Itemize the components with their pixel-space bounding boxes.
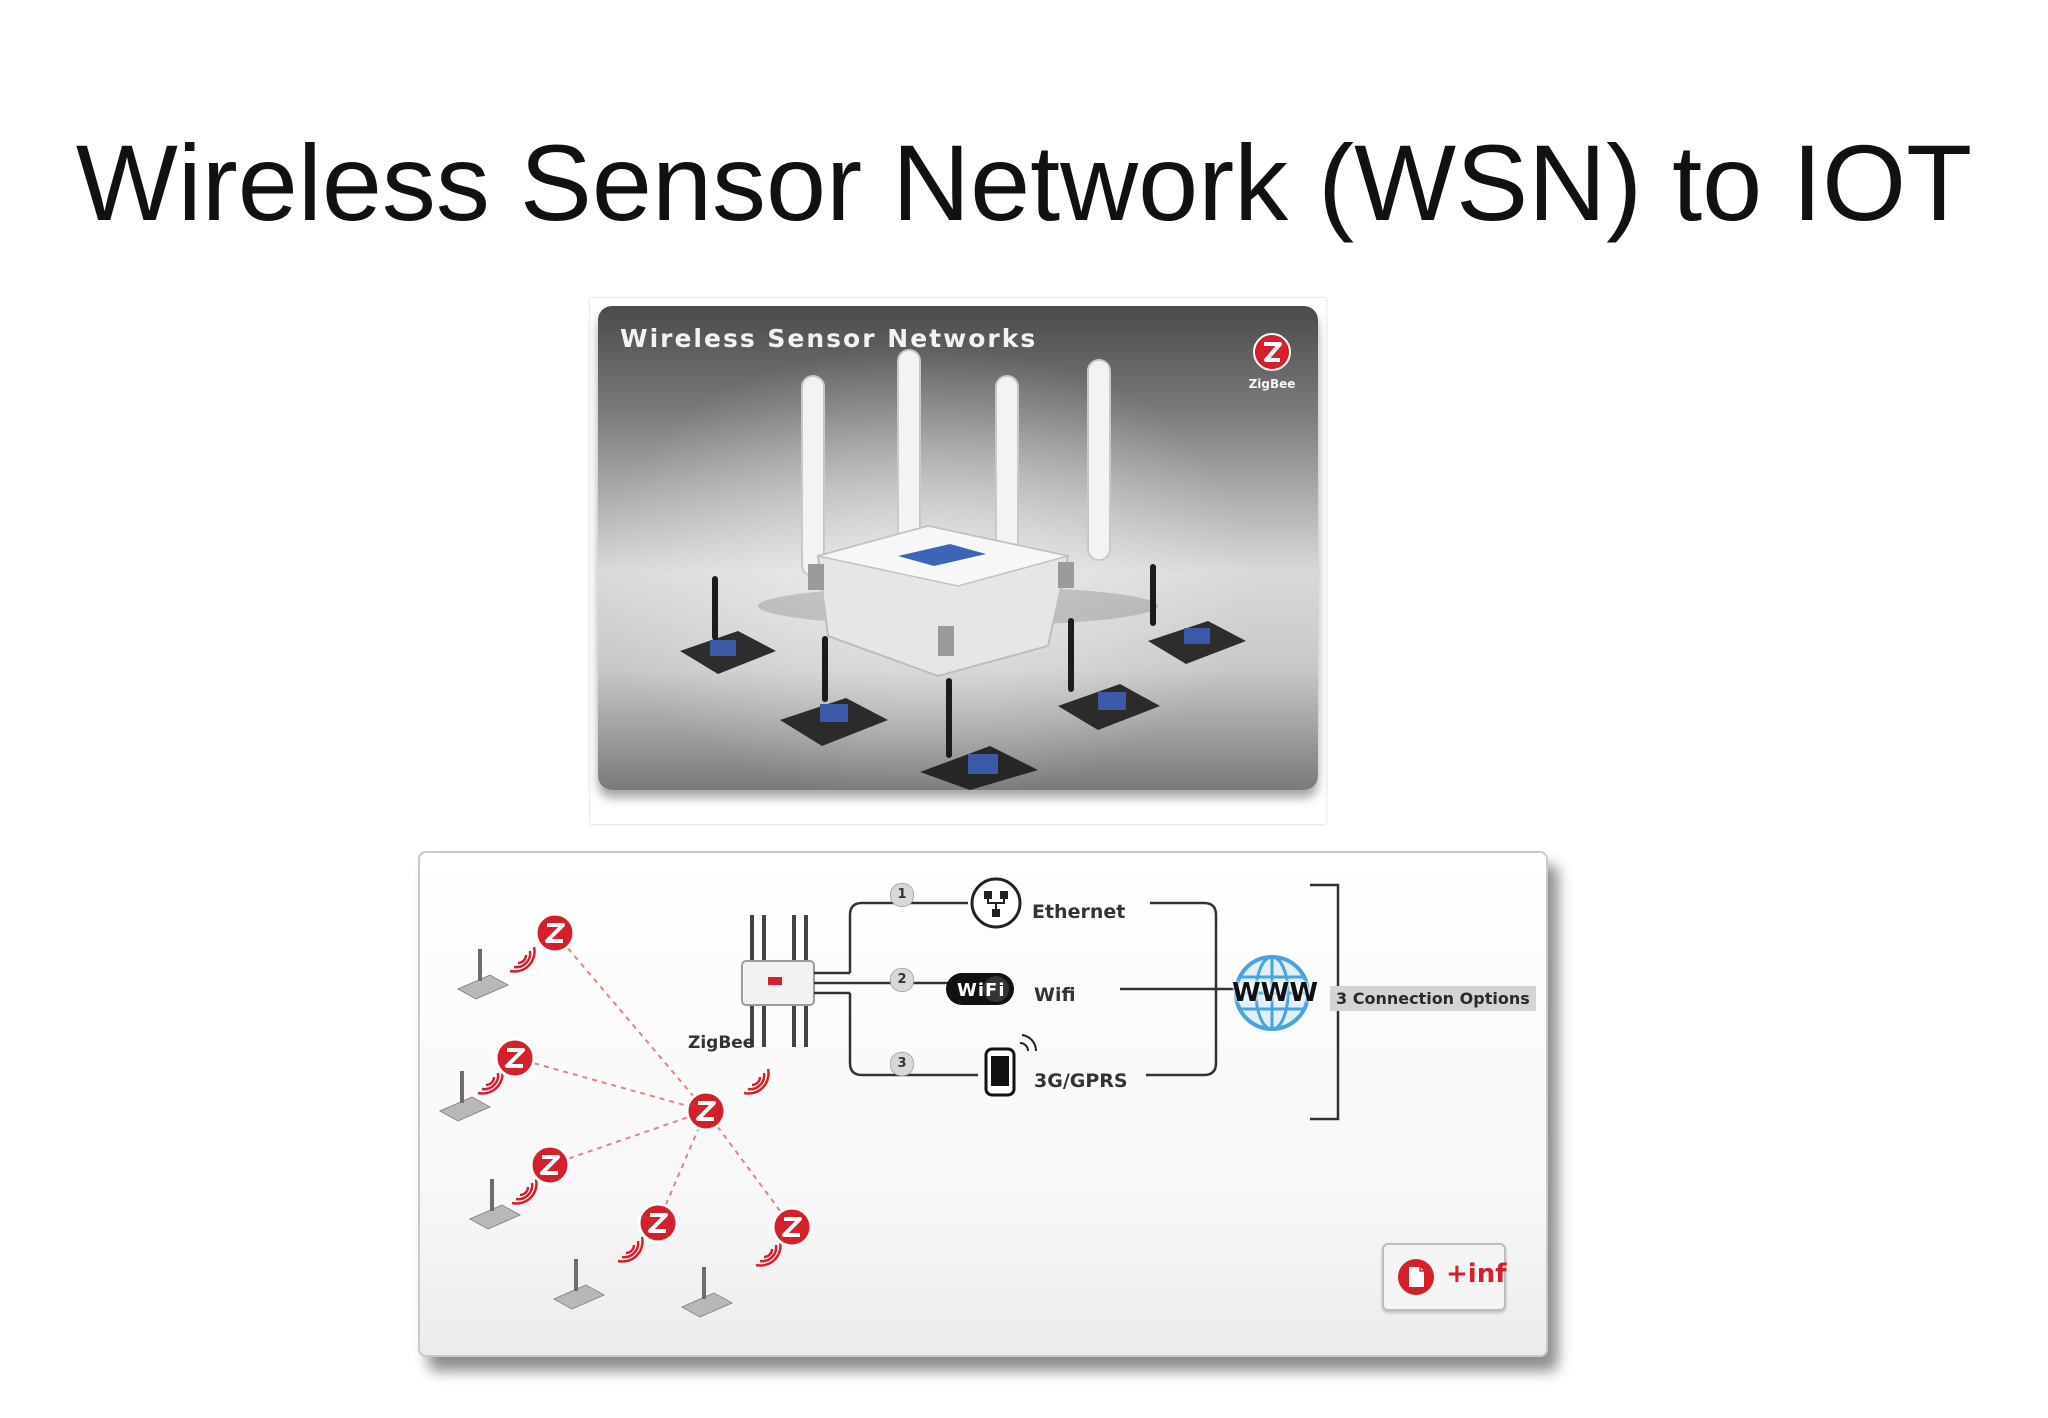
connection-number-3: 3 [890, 1052, 914, 1076]
connection-number-1: 1 [890, 883, 914, 907]
wifi-badge-text: WiFi [957, 980, 1006, 1001]
ethernet-icon [970, 877, 1022, 929]
wifi-label: Wifi [1034, 984, 1076, 1006]
waves-icon [510, 1177, 538, 1205]
zigbee-icon [1253, 333, 1291, 371]
3g-gprs-label: 3G/GPRS [1034, 1070, 1128, 1092]
waves-icon [508, 945, 536, 973]
sensor-node [681, 1266, 733, 1318]
sensor-node-1 [680, 576, 776, 674]
globe-icon [1234, 955, 1310, 1031]
photo-heading: Wireless Sensor Networks [620, 324, 1038, 353]
sensor-node-4 [1058, 618, 1160, 730]
iot-connection-diagram: 1 2 3 Ethernet Wifi 3G/GPRS ZigBee WiFi … [418, 851, 1548, 1357]
sensor-node [439, 1070, 491, 1122]
zigbee-logo: ZigBee [1246, 332, 1298, 391]
more-info-button[interactable]: +inf [1382, 1243, 1507, 1311]
wsn-photo: Wireless Sensor Networks ZigBee [590, 298, 1326, 824]
document-icon [1398, 1259, 1434, 1295]
sensor-node-2 [780, 636, 888, 746]
zigbee-node-icon [771, 1206, 813, 1248]
waves-icon [754, 1239, 782, 1267]
zigbee-node-icon [529, 1144, 571, 1186]
zigbee-node-icon [637, 1202, 679, 1244]
wifi-icon [946, 973, 1014, 1005]
sensor-node [553, 1258, 605, 1310]
zigbee-logo-text: ZigBee [1248, 377, 1296, 391]
gateway-waves-icon [742, 1067, 770, 1095]
slide-title: Wireless Sensor Network (WSN) to IOT [75, 122, 1973, 243]
gateway-device-icon [741, 915, 815, 1047]
connection-options-label: 3 Connection Options [1330, 986, 1536, 1011]
wsn-photo-panel: Wireless Sensor Networks ZigBee [598, 306, 1318, 790]
sensor-node-5 [1148, 564, 1246, 664]
zigbee-node-icon [494, 1037, 536, 1079]
wsn-devices-illustration [680, 349, 1246, 790]
ethernet-label: Ethernet [1032, 901, 1126, 923]
diagram-graphics [439, 877, 1349, 1318]
waves-icon [476, 1067, 504, 1095]
more-info-label: +inf [1446, 1259, 1507, 1289]
sensor-node-3 [920, 678, 1038, 790]
mobile-phone-icon [984, 1034, 1038, 1097]
zigbee-node-icon [534, 912, 576, 954]
sensor-node [457, 948, 509, 1000]
waves-icon [616, 1235, 644, 1263]
connection-number-2: 2 [890, 968, 914, 992]
gateway-device [808, 524, 1074, 678]
zigbee-label: ZigBee [688, 1033, 755, 1053]
gateway-antenna [801, 349, 1111, 617]
www-label: WWW [1232, 978, 1319, 1008]
zigbee-coordinator-icon [685, 1090, 727, 1132]
